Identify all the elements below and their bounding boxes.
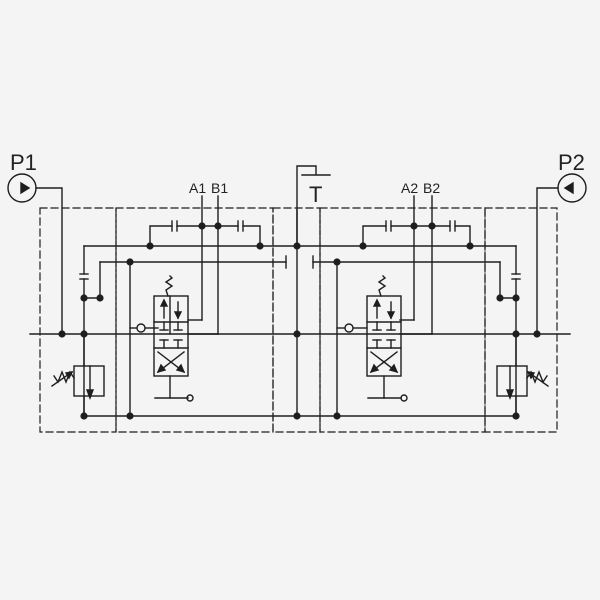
tank-label: T: [309, 182, 323, 207]
port-a2-label: A2: [401, 180, 419, 196]
port-b2-label: B2: [423, 180, 441, 196]
left-relief-valve-icon: [51, 333, 105, 417]
right-work-section: [336, 195, 471, 417]
right-check-valve-icon: [344, 323, 354, 333]
junction-dots: [58, 222, 541, 420]
p1-label: P1: [10, 150, 37, 175]
p1-pump-icon: [7, 173, 63, 335]
tank-blocked-stubs: [285, 255, 314, 269]
right-spool-valve-icon: [366, 275, 402, 377]
left-check-valve-icon: [136, 323, 146, 333]
port-b1-label: B1: [211, 180, 229, 196]
section-boundaries: [39, 207, 558, 433]
tank-section: [296, 165, 331, 417]
left-work-section: [129, 195, 261, 417]
port-a1-label: A1: [189, 180, 207, 196]
p2-pump-icon: [536, 173, 587, 335]
left-spool-valve-icon: [153, 275, 189, 377]
right-relief-valve-icon: [496, 333, 549, 417]
main-lines: [29, 245, 571, 417]
p2-label: P2: [558, 150, 585, 175]
